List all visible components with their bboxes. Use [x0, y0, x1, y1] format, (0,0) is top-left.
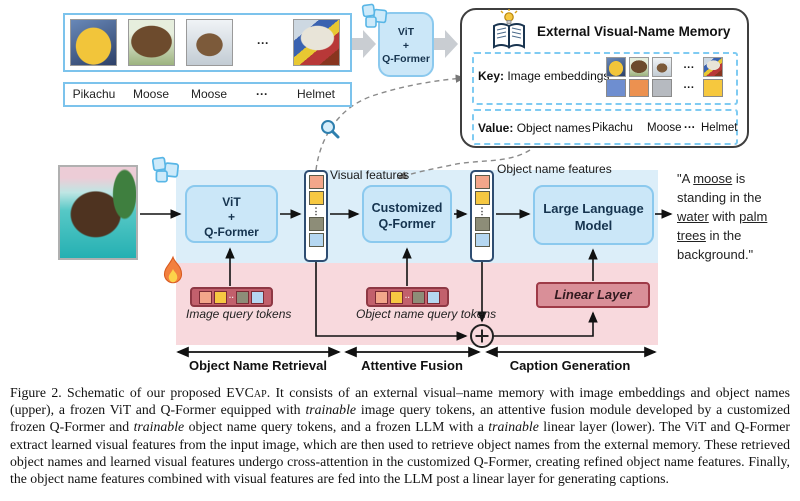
object-name-query-tokens-row: ·· — [366, 287, 449, 307]
memory-image-helmet — [293, 19, 340, 66]
object-name-features-label: Object name features — [497, 162, 612, 176]
key-label: Key: — [478, 69, 505, 83]
key-embedding-yellow — [703, 79, 723, 97]
encoder-line: Q-Former — [204, 225, 259, 239]
feature-token — [474, 217, 490, 231]
stack-ellipsis: ⋮ — [477, 206, 487, 216]
llm-line: Model — [574, 218, 613, 233]
value-items-ellipsis: ··· — [684, 122, 696, 134]
stage-caption-generation: Caption Generation — [509, 358, 631, 373]
query-token — [412, 290, 426, 304]
value-item: Moose — [647, 122, 682, 134]
visual-features-stack: ⋮ — [304, 170, 328, 262]
feature-token — [308, 233, 324, 247]
encoder-line: + — [227, 210, 235, 224]
retrieval-labels-box — [63, 82, 352, 107]
customized-qformer-box: Customized Q-Former — [362, 185, 452, 243]
row-ellipsis: ·· — [228, 292, 235, 302]
vit-qformer-top-box: ViT + Q-Former — [378, 12, 434, 77]
memory-value-box — [472, 109, 738, 145]
block-arrow-images-to-encoder — [352, 30, 376, 58]
feature-token — [308, 191, 324, 205]
memory-image-pikachu — [70, 19, 117, 66]
encoder-line: ViT — [397, 26, 415, 38]
block-arrow-encoder-to-memory — [432, 30, 458, 58]
query-token — [198, 290, 212, 304]
snowflake-icon — [150, 155, 182, 187]
key-desc: Image embeddings — [504, 69, 610, 83]
value-desc: Object names — [513, 121, 591, 135]
key-thumb-pikachu — [606, 57, 626, 77]
feature-token — [308, 217, 324, 231]
key-embedding-gray — [652, 79, 672, 97]
key-thumb-moose-snow — [652, 57, 672, 77]
query-token — [374, 290, 388, 304]
value-item: Pikachu — [592, 122, 633, 134]
value-item: Helmet — [701, 122, 738, 134]
flame-icon — [160, 255, 186, 287]
stage-attentive-fusion: Attentive Fusion — [361, 358, 463, 373]
key-embeddings-ellipsis: ··· — [683, 82, 695, 94]
image-label: Moose — [190, 87, 228, 101]
feature-token — [474, 233, 490, 247]
vit-qformer-mid-box: ViT + Q-Former — [185, 185, 278, 243]
object-name-features-stack: ⋮ — [470, 170, 494, 262]
generated-caption-text: "A moose is standing in the water with p… — [677, 171, 768, 262]
feature-token — [474, 191, 490, 205]
memory-title: External Visual-Name Memory — [537, 24, 731, 39]
input-image-moose — [58, 165, 138, 260]
image-query-tokens-label: Image query tokens — [186, 307, 292, 321]
encoder-line: + — [402, 39, 410, 52]
row-ellipsis: ·· — [404, 292, 411, 302]
memory-image-moose-snow — [186, 19, 233, 66]
image-label-ellipsis: ··· — [256, 87, 268, 101]
encoder-line: Q-Former — [382, 53, 430, 65]
query-token — [251, 290, 265, 304]
snowflake-icon — [360, 2, 390, 32]
plus-circle-icon — [470, 324, 494, 348]
image-query-tokens-row: ·· — [190, 287, 273, 307]
llm-box: Large Language Model — [533, 185, 654, 245]
stack-ellipsis: ⋮ — [311, 206, 321, 216]
memory-key-text: Key: Image embeddings — [478, 69, 609, 83]
query-token — [213, 290, 227, 304]
memory-image-moose — [128, 19, 175, 66]
llm-line: Large Language — [543, 201, 644, 216]
linear-layer-box: Linear Layer — [536, 282, 650, 308]
value-label: Value: — [478, 121, 514, 135]
query-token — [427, 290, 441, 304]
feature-token — [474, 175, 490, 189]
key-embedding-orange — [629, 79, 649, 97]
image-label: Helmet — [296, 87, 335, 101]
customized-line: Q-Former — [378, 217, 436, 231]
customized-line: Customized — [371, 201, 443, 215]
query-token — [389, 290, 403, 304]
memory-book-icon — [487, 9, 531, 53]
key-thumb-moose — [629, 57, 649, 77]
object-name-query-tokens-label: Object name query tokens — [356, 307, 497, 321]
images-ellipsis: ··· — [257, 36, 269, 50]
search-icon — [318, 118, 342, 142]
encoder-line: ViT — [222, 195, 241, 209]
visual-features-label: Visual features — [330, 168, 410, 182]
feature-token — [308, 175, 324, 189]
image-label: Pikachu — [72, 87, 116, 101]
figure-caption: Figure 2. Schematic of our proposed EVCa… — [10, 385, 791, 487]
key-thumb-helmet — [703, 57, 723, 77]
memory-value-text: Value: Object names — [478, 121, 591, 135]
stage-object-name-retrieval: Object Name Retrieval — [188, 358, 327, 373]
image-label: Moose — [132, 87, 170, 101]
key-embedding-blue — [606, 79, 626, 97]
memory-key-box — [472, 52, 738, 105]
key-thumbs-ellipsis: ··· — [683, 62, 695, 74]
query-token — [236, 290, 250, 304]
